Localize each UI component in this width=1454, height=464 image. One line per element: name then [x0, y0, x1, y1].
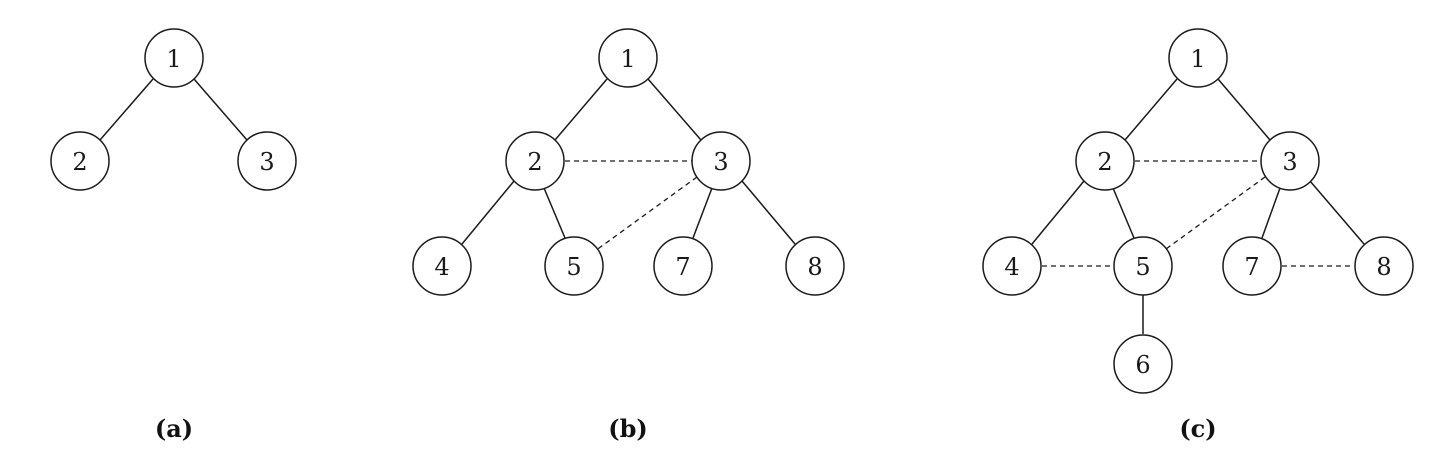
edge-1-3 [193, 78, 248, 141]
node-label: 2 [72, 148, 87, 176]
node-7: 7 [1222, 236, 1282, 296]
edge-3-7 [1261, 187, 1281, 239]
edge-2-5 [1112, 187, 1135, 239]
node-label: 4 [434, 253, 449, 281]
node-label: 5 [566, 253, 581, 281]
panel-b: 1 2 3 4 5 7 8 (b) [412, 28, 845, 443]
edge-2-4 [1031, 180, 1085, 245]
node-label: 1 [1190, 45, 1205, 73]
edge-1-3 [1217, 78, 1271, 141]
node-7: 7 [653, 236, 713, 296]
node-label: 8 [807, 253, 822, 281]
node-label: 2 [527, 148, 542, 176]
node-3: 3 [1260, 131, 1320, 191]
node-label: 7 [675, 253, 690, 281]
node-3: 3 [691, 131, 751, 191]
node-label: 1 [620, 45, 635, 73]
node-label: 3 [259, 148, 274, 176]
node-8: 8 [1354, 236, 1414, 296]
node-1: 1 [1168, 28, 1228, 88]
node-label: 4 [1004, 253, 1019, 281]
node-label: 3 [713, 148, 728, 176]
node-1: 1 [144, 28, 204, 88]
edge-3-8 [741, 180, 796, 245]
edge-1-2 [99, 78, 154, 141]
edge-1-3 [647, 78, 702, 141]
panel-a: 1 2 3 (a) [50, 28, 297, 443]
dashed-edge-3-5 [594, 176, 698, 252]
edge-1-2 [554, 78, 608, 141]
node-2: 2 [50, 131, 110, 191]
node-3: 3 [237, 131, 297, 191]
panel-caption: (a) [155, 414, 193, 443]
node-6: 6 [1113, 334, 1173, 394]
node-label: 5 [1135, 253, 1150, 281]
node-label: 7 [1244, 253, 1259, 281]
node-label: 6 [1135, 351, 1150, 379]
dashed-edge-3-5 [1165, 176, 1266, 250]
panel-caption: (c) [1179, 414, 1216, 443]
node-1: 1 [598, 28, 658, 88]
node-8: 8 [785, 236, 845, 296]
edge-2-5 [543, 187, 566, 239]
edge-2-4 [461, 180, 515, 245]
node-2: 2 [505, 131, 565, 191]
node-5: 5 [1113, 236, 1173, 296]
node-label: 2 [1097, 148, 1112, 176]
edge-1-2 [1124, 78, 1178, 141]
edge-3-7 [692, 187, 713, 239]
panel-caption: (b) [608, 414, 648, 443]
node-4: 4 [982, 236, 1042, 296]
node-2: 2 [1075, 131, 1135, 191]
edge-3-8 [1309, 180, 1365, 245]
node-5: 5 [544, 236, 604, 296]
panel-c: 1 2 3 4 5 6 7 8 (c) [982, 28, 1414, 443]
node-4: 4 [412, 236, 472, 296]
node-label: 3 [1282, 148, 1297, 176]
node-label: 1 [166, 45, 181, 73]
node-label: 8 [1376, 253, 1391, 281]
